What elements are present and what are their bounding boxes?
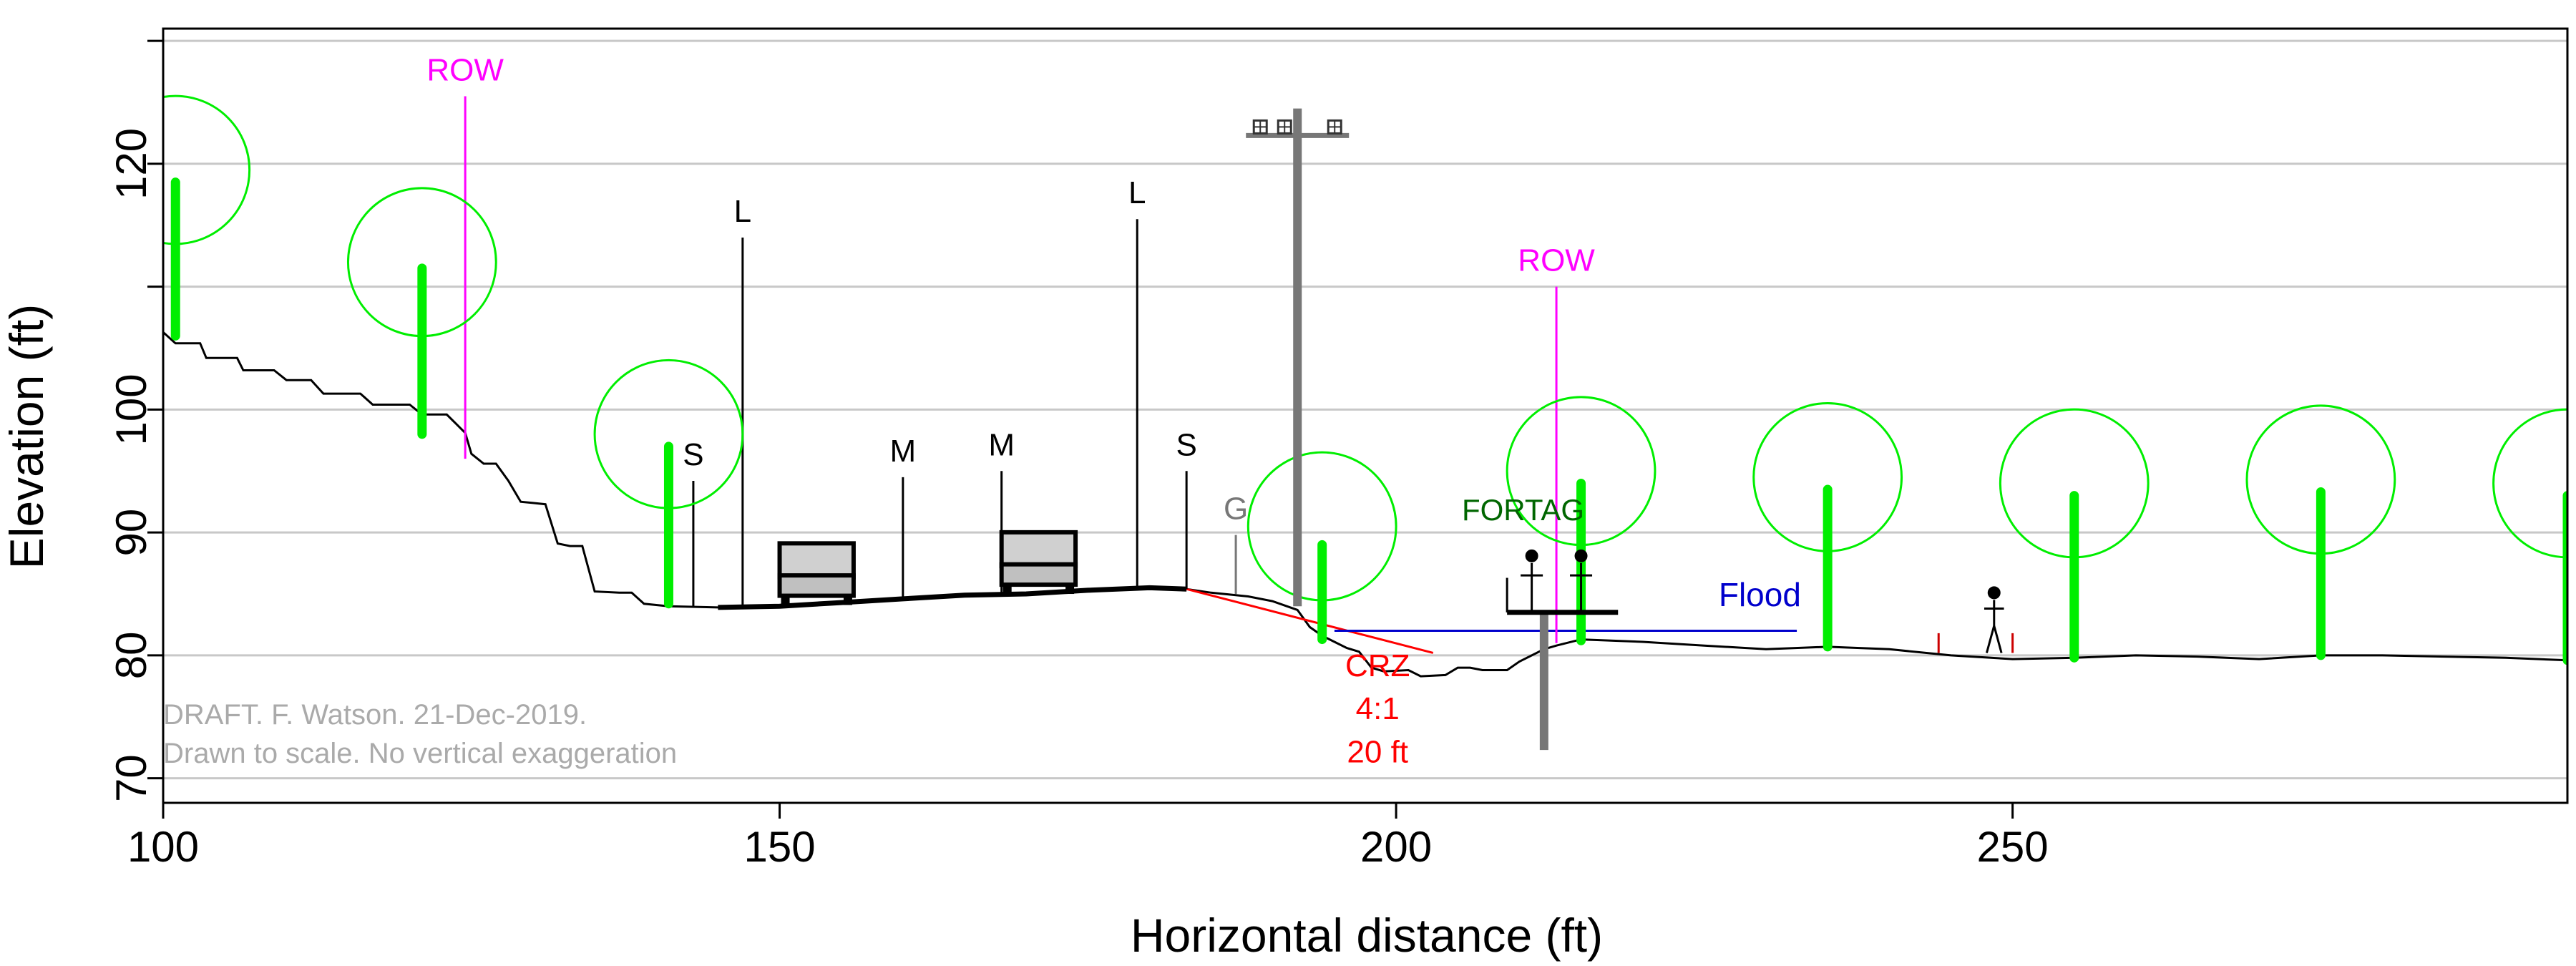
marker-label: S <box>1176 427 1196 462</box>
ground-profile <box>163 331 2567 678</box>
vehicle-wheel <box>1065 582 1075 595</box>
plot-frame <box>162 27 2569 804</box>
marker-label: M <box>890 434 917 469</box>
vehicle-body <box>999 562 1078 587</box>
y-tick-label: 70 <box>107 754 155 802</box>
fortag-label: FORTAG <box>1462 493 1584 527</box>
marker-label: G <box>1224 492 1248 527</box>
marker-label: M <box>988 427 1015 462</box>
pedestrian-head <box>1987 586 2001 600</box>
axis-ticks: 100 150 200 250 70 80 90 100 120 <box>107 39 2049 871</box>
vehicle-icon <box>999 530 1078 595</box>
crz-label-line-2: 4:1 <box>1356 691 1400 726</box>
vehicle-icon <box>777 541 856 605</box>
roadway-surface <box>718 585 1187 610</box>
draft-note-line-1: DRAFT. F. Watson. 21-Dec-2019. <box>163 699 587 731</box>
y-tick-label: 100 <box>107 374 155 445</box>
pedestrian-leg <box>1985 625 1996 653</box>
x-tick-label: 250 <box>1977 823 2049 871</box>
crz-label-line-3: 20 ft <box>1347 734 1408 769</box>
draft-note-line-2: Drawn to scale. No vertical exaggeration <box>163 738 677 769</box>
crz-label-line-1: CRZ <box>1345 648 1410 683</box>
crz-slope-line <box>1186 587 1434 654</box>
y-tick-label: 90 <box>107 509 155 557</box>
vehicle-cab <box>999 530 1078 569</box>
person-icon-head <box>1525 549 1538 562</box>
grid-lines <box>163 39 2567 780</box>
person-icon <box>1570 549 1593 613</box>
person-icon-head <box>1574 549 1588 562</box>
flood-label: Flood <box>1719 576 1801 613</box>
vehicle-wheel <box>1002 582 1012 595</box>
vehicle-wheel <box>781 593 790 605</box>
x-tick-label: 100 <box>127 823 199 871</box>
y-tick-label: 120 <box>107 128 155 200</box>
marker-label: L <box>734 194 751 229</box>
vehicle-wheel <box>843 593 852 605</box>
vehicle-cab <box>777 541 856 580</box>
pedestrian-icon <box>1984 586 2004 653</box>
x-axis-title: Horizontal distance (ft) <box>1131 909 1603 962</box>
marker-label: ROW <box>426 52 504 87</box>
pedestrian-leg <box>1993 625 2003 653</box>
person-icon <box>1521 549 1543 613</box>
marker-label: L <box>1128 175 1146 210</box>
x-tick-label: 200 <box>1360 823 1432 871</box>
marker-label: S <box>683 437 703 472</box>
x-tick-label: 150 <box>743 823 815 871</box>
y-tick-label: 80 <box>107 632 155 680</box>
y-axis-title: Elevation (ft) <box>0 304 53 569</box>
tree-crown <box>2492 408 2567 559</box>
marker-label: ROW <box>1518 243 1595 278</box>
vehicle-body <box>777 573 856 598</box>
